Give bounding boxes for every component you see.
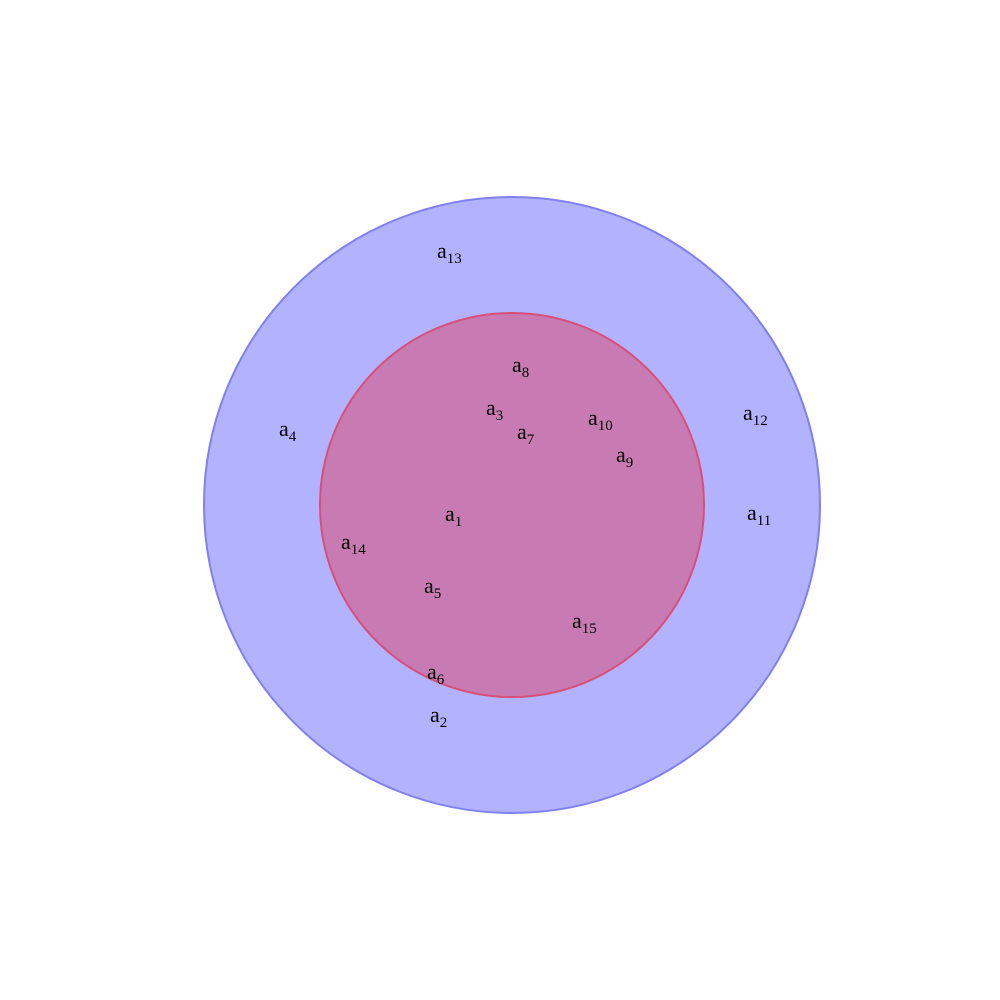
element-base-letter: a — [430, 702, 440, 727]
element-base-letter: a — [445, 501, 455, 526]
element-base-letter: a — [517, 419, 527, 444]
element-subscript: 1 — [455, 514, 463, 530]
element-base-letter: a — [486, 395, 496, 420]
element-base-letter: a — [279, 416, 289, 441]
element-label-a7: a7 — [517, 419, 535, 448]
element-base-letter: a — [437, 238, 447, 263]
element-subscript: 4 — [289, 429, 297, 445]
element-base-letter: a — [427, 659, 437, 684]
element-base-letter: a — [747, 500, 757, 525]
element-label-a8: a8 — [512, 352, 529, 381]
element-subscript: 11 — [757, 513, 771, 529]
inner-set-circle — [319, 312, 705, 698]
element-label-a6: a6 — [427, 659, 445, 688]
element-base-letter: a — [341, 529, 351, 554]
element-label-a4: a4 — [279, 416, 297, 445]
element-base-letter: a — [616, 442, 626, 467]
element-label-a1: a1 — [445, 501, 462, 530]
element-label-a2: a2 — [430, 702, 447, 731]
element-base-letter: a — [424, 573, 434, 598]
element-label-a14: a14 — [341, 529, 366, 558]
element-subscript: 9 — [626, 455, 634, 471]
element-subscript: 8 — [522, 365, 530, 381]
element-subscript: 6 — [437, 672, 445, 688]
element-label-a10: a10 — [588, 405, 613, 434]
element-label-a11: a11 — [747, 500, 771, 529]
element-subscript: 10 — [598, 418, 613, 434]
element-subscript: 5 — [434, 586, 442, 602]
element-base-letter: a — [572, 608, 582, 633]
element-subscript: 3 — [496, 408, 504, 424]
element-base-letter: a — [588, 405, 598, 430]
element-subscript: 14 — [351, 542, 367, 558]
element-label-a5: a5 — [424, 573, 441, 602]
element-base-letter: a — [512, 352, 522, 377]
element-label-a12: a12 — [743, 400, 768, 429]
element-subscript: 12 — [753, 413, 768, 429]
element-label-a3: a3 — [486, 395, 503, 424]
element-subscript: 2 — [440, 715, 448, 731]
element-subscript: 15 — [582, 621, 597, 637]
element-subscript: 7 — [527, 432, 535, 448]
element-label-a9: a9 — [616, 442, 633, 471]
element-base-letter: a — [743, 400, 753, 425]
element-label-a15: a15 — [572, 608, 597, 637]
element-subscript: 13 — [447, 251, 462, 267]
element-label-a13: a13 — [437, 238, 462, 267]
